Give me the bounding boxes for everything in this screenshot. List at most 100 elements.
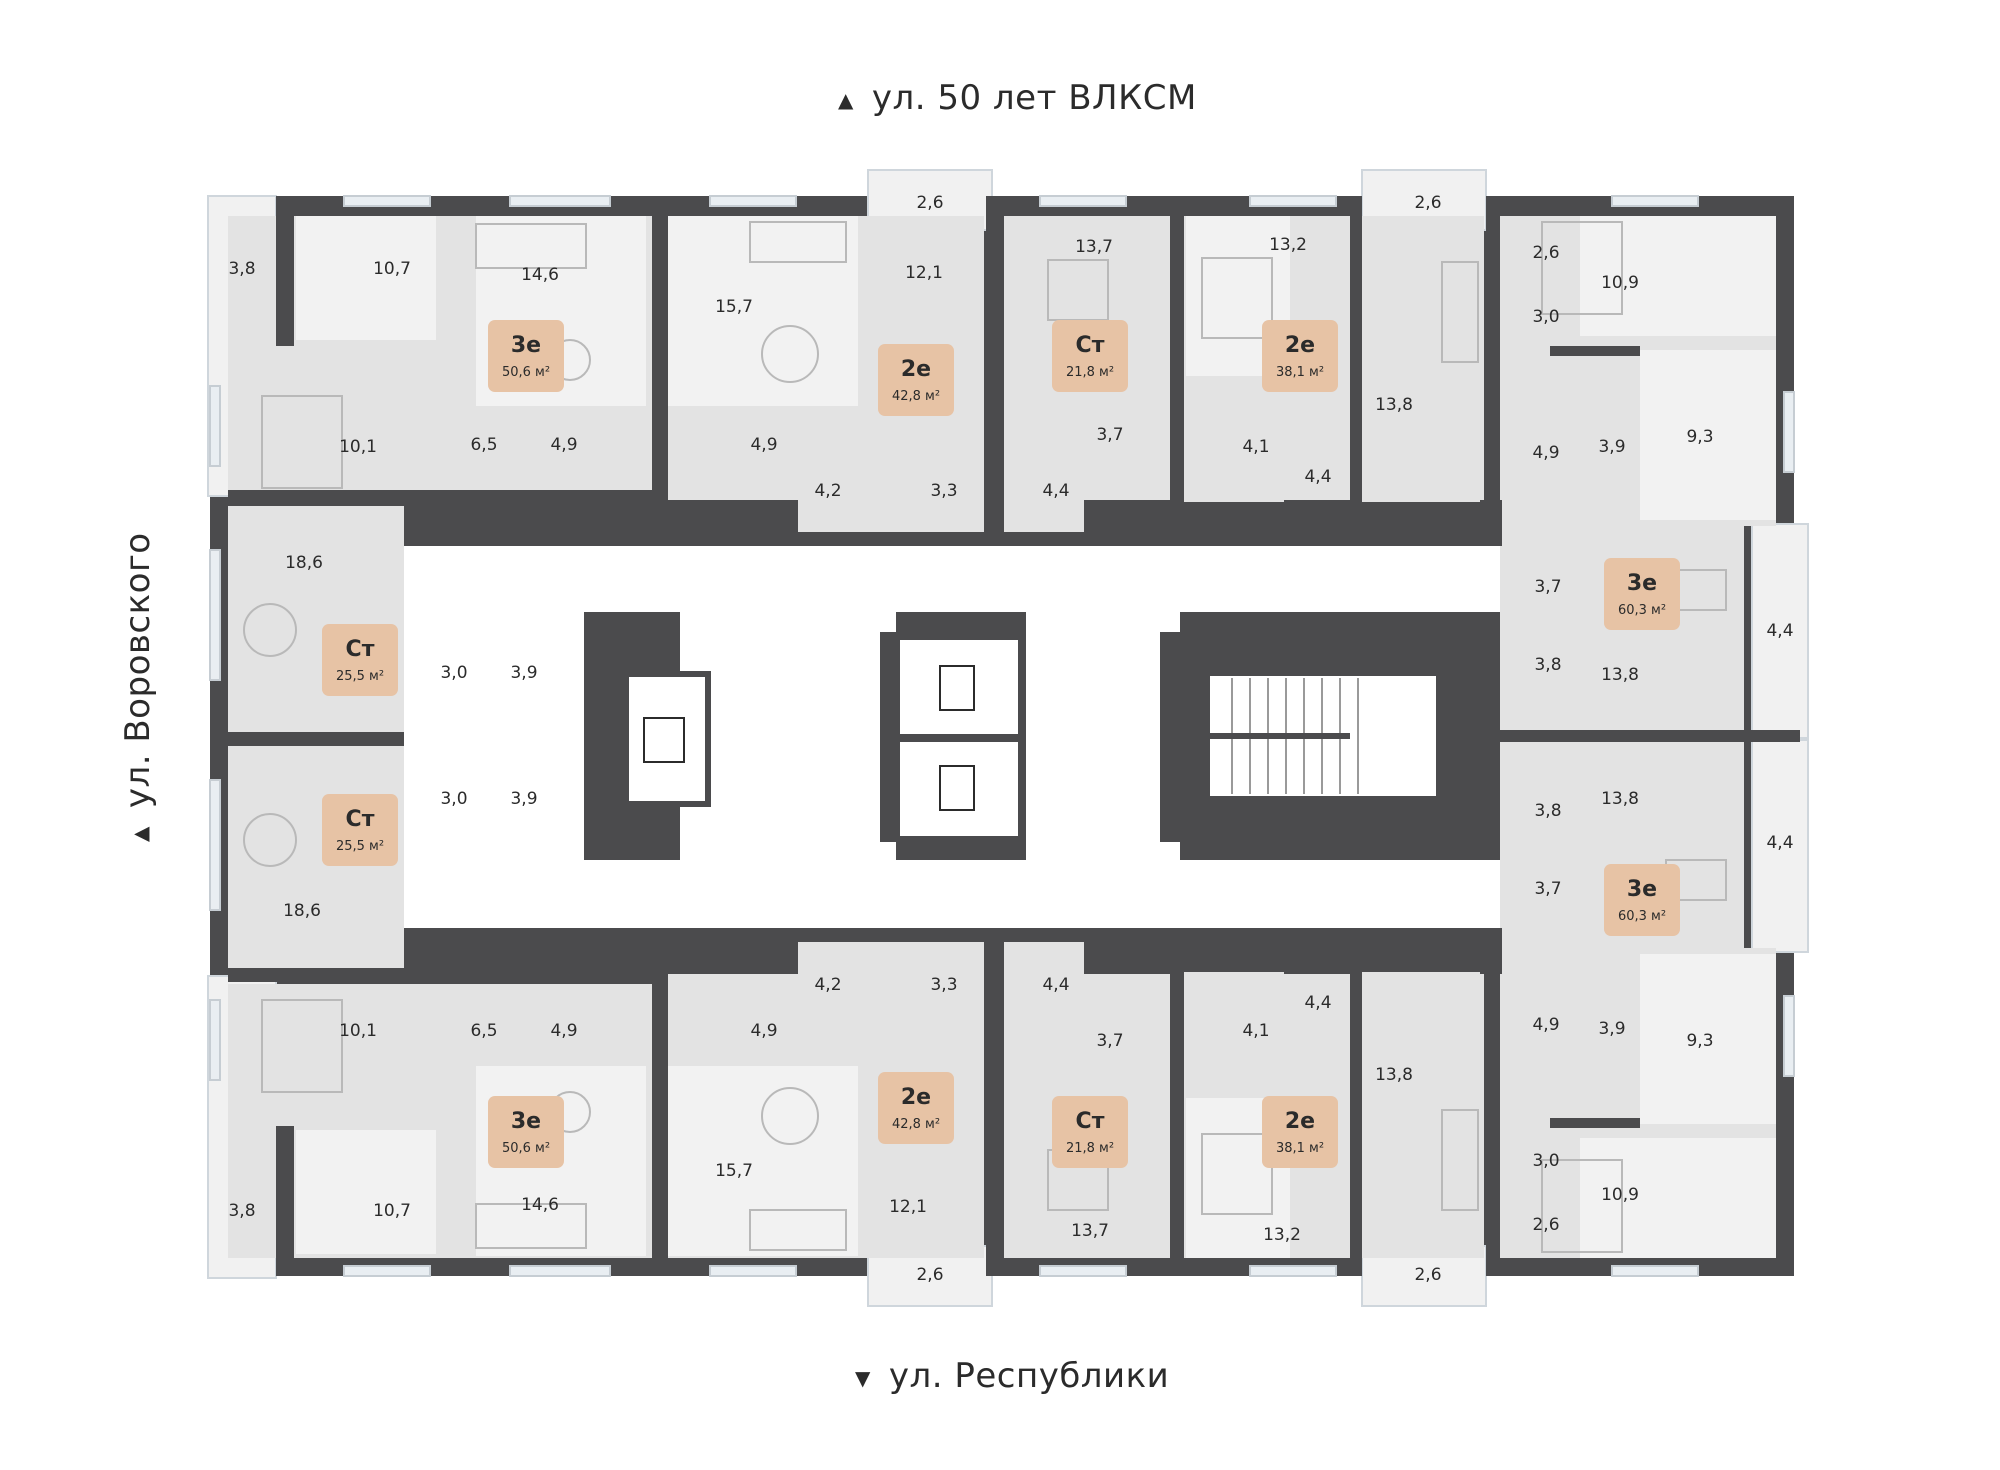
room-area: 4,4 <box>1304 993 1331 1013</box>
badge-3e-bottom-left: 3е 50,6 м² <box>488 1096 564 1168</box>
room-area: 4,9 <box>550 1021 577 1041</box>
room-area: 4,9 <box>750 1021 777 1041</box>
badge-st-left-top: Ст 25,5 м² <box>322 624 398 696</box>
street-name: ул. Республики <box>888 1356 1170 1396</box>
badge-2e-bottom-2: 2е 38,1 м² <box>1262 1096 1338 1168</box>
balcony-right-2 <box>1751 739 1809 953</box>
room-area: 10,1 <box>339 437 377 457</box>
room-area: 2,6 <box>1414 1265 1441 1285</box>
badge-type: 2е <box>901 357 931 382</box>
badge-type: 3е <box>511 333 541 358</box>
room-area: 4,4 <box>1766 833 1793 853</box>
room-area: 13,8 <box>1601 789 1639 809</box>
room-area: 4,1 <box>1242 437 1269 457</box>
room-area: 13,2 <box>1263 1225 1301 1245</box>
elevator-2 <box>900 742 1018 836</box>
room-area: 18,6 <box>285 553 323 573</box>
street-label-top: ▲ ул. 50 лет ВЛКСМ <box>838 78 1197 118</box>
room-area: 4,4 <box>1042 481 1069 501</box>
elevator-left <box>623 671 711 807</box>
badge-st-bottom: Ст 21,8 м² <box>1052 1096 1128 1168</box>
room-area: 10,9 <box>1601 1185 1639 1205</box>
badge-2e-top-1: 2е 42,8 м² <box>878 344 954 416</box>
badge-type: 3е <box>1627 571 1657 596</box>
badge-3e-top-left: 3е 50,6 м² <box>488 320 564 392</box>
light-rooms <box>296 216 1776 1258</box>
badge-type: 3е <box>1627 877 1657 902</box>
badge-area: 21,8 м² <box>1066 365 1114 380</box>
badge-3e-right-bottom: 3е 60,3 м² <box>1604 864 1680 936</box>
room-area: 10,1 <box>339 1021 377 1041</box>
room-area: 3,9 <box>510 663 537 683</box>
room-area: 14,6 <box>521 1195 559 1215</box>
badge-type: Ст <box>346 807 375 832</box>
room-area: 9,3 <box>1686 427 1713 447</box>
elevator-1 <box>900 640 1018 734</box>
badge-area: 60,3 м² <box>1618 603 1666 618</box>
badge-area: 50,6 м² <box>502 1141 550 1156</box>
room-area: 2,6 <box>916 1265 943 1285</box>
room-area: 3,7 <box>1534 577 1561 597</box>
room-area: 3,3 <box>930 481 957 501</box>
room-area: 3,0 <box>440 663 467 683</box>
arrow-left-icon: ▲ <box>127 826 152 842</box>
room-area: 12,1 <box>889 1197 927 1217</box>
room-area: 4,4 <box>1304 467 1331 487</box>
badge-area: 38,1 м² <box>1276 365 1324 380</box>
arrow-up-icon: ▲ <box>838 87 854 112</box>
room-area: 3,9 <box>510 789 537 809</box>
furniture <box>243 221 1727 1253</box>
room-area: 13,8 <box>1375 1065 1413 1085</box>
room-area: 18,6 <box>283 901 321 921</box>
badge-area: 50,6 м² <box>502 365 550 380</box>
room-area: 3,7 <box>1534 879 1561 899</box>
core <box>584 612 1500 860</box>
room-area: 10,7 <box>373 1201 411 1221</box>
room-area: 3,3 <box>930 975 957 995</box>
badge-type: Ст <box>1076 1109 1105 1134</box>
room-area: 3,8 <box>1534 801 1561 821</box>
badge-type: 2е <box>901 1085 931 1110</box>
badge-type: 2е <box>1285 1109 1315 1134</box>
badge-area: 42,8 м² <box>892 1117 940 1132</box>
room-area: 13,2 <box>1269 235 1307 255</box>
room-area: 14,6 <box>521 265 559 285</box>
room-area: 2,6 <box>1414 193 1441 213</box>
room-area: 13,7 <box>1075 237 1113 257</box>
room-area: 6,5 <box>470 1021 497 1041</box>
room-labels: 3,8 10,7 14,6 15,7 2,6 12,1 13,7 13,2 2,… <box>228 193 1793 1285</box>
room-area: 3,8 <box>228 259 255 279</box>
room-area: 4,2 <box>814 975 841 995</box>
badge-st-left-bottom: Ст 25,5 м² <box>322 794 398 866</box>
badge-3e-right-top: 3е 60,3 м² <box>1604 558 1680 630</box>
room-area: 4,4 <box>1766 621 1793 641</box>
badge-type: Ст <box>346 637 375 662</box>
badge-area: 21,8 м² <box>1066 1141 1114 1156</box>
room-area: 9,3 <box>1686 1031 1713 1051</box>
room-area: 3,7 <box>1096 1031 1123 1051</box>
room-area: 10,7 <box>373 259 411 279</box>
badge-st-top: Ст 21,8 м² <box>1052 320 1128 392</box>
badge-area: 38,1 м² <box>1276 1141 1324 1156</box>
apartment-badges: 3е 50,6 м² 2е 42,8 м² Ст 21,8 м² 2е 38,1… <box>322 320 1680 1168</box>
badge-2e-bottom-1: 2е 42,8 м² <box>878 1072 954 1144</box>
room-area: 3,0 <box>440 789 467 809</box>
badge-area: 60,3 м² <box>1618 909 1666 924</box>
room-area: 15,7 <box>715 297 753 317</box>
badge-type: 2е <box>1285 333 1315 358</box>
room-area: 3,9 <box>1598 437 1625 457</box>
street-label-bottom: ▼ул. Республики <box>855 1356 1169 1396</box>
room-area: 13,7 <box>1071 1221 1109 1241</box>
room-area: 13,8 <box>1601 665 1639 685</box>
room-area: 12,1 <box>905 263 943 283</box>
room-area: 2,6 <box>1532 243 1559 263</box>
street-name: ул. Воровского <box>118 532 158 809</box>
badge-area: 25,5 м² <box>336 839 384 854</box>
room-area: 4,9 <box>550 435 577 455</box>
room-area: 4,9 <box>1532 1015 1559 1035</box>
room-area: 4,2 <box>814 481 841 501</box>
street-name: ул. 50 лет ВЛКСМ <box>871 78 1197 118</box>
balcony-right-1 <box>1751 523 1809 739</box>
interior-walls <box>228 196 1800 1276</box>
